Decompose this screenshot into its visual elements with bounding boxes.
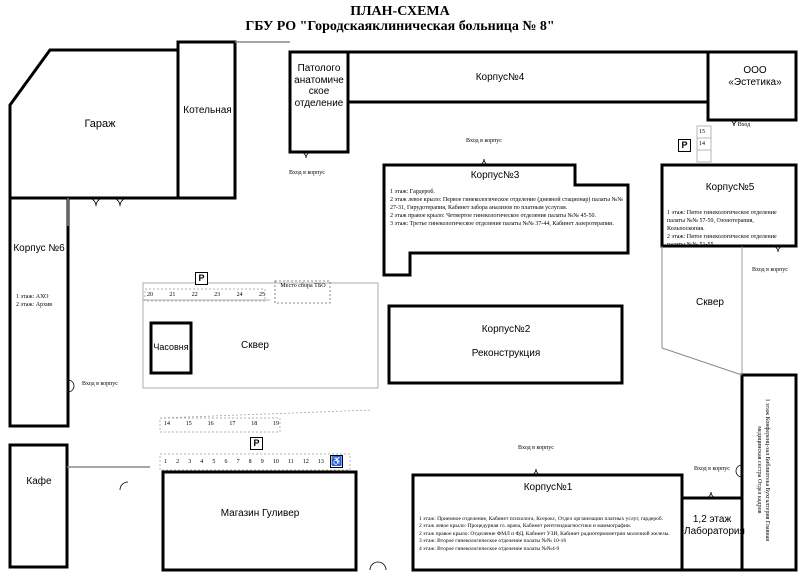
square-right-label: Сквер [696, 297, 724, 308]
korpus6-building [8, 196, 70, 428]
estetika-label: ООО «Эстетика» [728, 65, 782, 88]
chapel-building [149, 321, 193, 375]
korpus1-detail-line: 2 этаж правое крыло: Отделение ФМЛ и ФД,… [419, 530, 670, 537]
parking-space-number: 6 [224, 459, 228, 465]
door-symbols [67, 119, 785, 571]
parking-space-number: 14 [699, 141, 705, 147]
lab-label: 1,2 этаж Лаборатория [684, 514, 745, 537]
garage-label: Гараж [84, 118, 116, 130]
korpus5-entrance-label: Вход в корпус [752, 267, 788, 273]
parking-space-number: 7 [236, 459, 240, 465]
parking-sign: P [678, 139, 691, 152]
parking-space-number: 10 [272, 459, 279, 465]
plan-title: ПЛАН-СХЕМА [350, 4, 450, 19]
admin-building [740, 373, 798, 572]
korpus6-details: 1 этаж: АХО 2 этаж: Архив [16, 293, 66, 309]
parking-space-number: 23 [214, 292, 221, 298]
parking-space-number: 5 [212, 459, 216, 465]
parking-sign: P [195, 272, 208, 285]
korpus3-details: 1 этаж: Гардероб. 2 этаж левое крыло: Пе… [390, 188, 625, 228]
korpus5-building [660, 163, 798, 248]
lab-entrance-label: Вход в корпус [694, 466, 730, 472]
korpus2-label: Корпус№2 [481, 324, 531, 335]
korpus6-label: Корпус №6 [13, 243, 65, 254]
parking-space-number: 11 [287, 459, 294, 465]
boiler-building [176, 40, 237, 200]
parking-space-number: 1 [164, 459, 167, 465]
parking-space-number: 4 [200, 459, 204, 465]
korpus1-entrance-label: Вход в корпус [518, 445, 554, 451]
boiler-label: Котельная [183, 105, 232, 116]
korpus3-label: Корпус№3 [470, 170, 520, 181]
parking-space-number: 19 [272, 421, 279, 427]
waste-area-label: Место сбора ТБО [280, 283, 326, 289]
reconstruction-label: Реконструкция [471, 348, 541, 359]
gulliver-building [161, 470, 358, 572]
parking-space-number: 8 [248, 459, 252, 465]
parking-space-number: 18 [251, 421, 258, 427]
korpus6-entrance-label: Вход в корпус [82, 381, 118, 387]
parking-space-number: 3 [188, 459, 192, 465]
parking-space-number: 15 [185, 421, 192, 427]
parking-space-number: 21 [169, 292, 176, 298]
admin-details: 1 этаж Конференц-зал Библиотека Бухгалте… [756, 398, 770, 542]
korpus3-entrance-label: Вход в корпус [466, 138, 502, 144]
parking-space-number: 17 [229, 421, 236, 427]
parking-space-number: 2 [176, 459, 180, 465]
parking-space-number: 15 [699, 129, 705, 135]
korpus4-entrance-label: Вход [737, 122, 751, 128]
chapel-label: Часовня [153, 342, 189, 352]
korpus2-building [387, 304, 624, 385]
parking-space-number: 12 [302, 459, 309, 465]
parking-space-number: 25 [258, 292, 265, 298]
korpus3-building [382, 163, 630, 277]
patho-entrance-label: Вход в корпус [289, 170, 325, 176]
gulliver-label: Магазин Гуливер [220, 508, 300, 519]
korpus3-detail-line: 2 этаж левое крыло: Первое гинекологичес… [390, 197, 623, 212]
parking-space-number: 9 [260, 459, 264, 465]
square-center-label: Сквер [241, 340, 269, 351]
cafe-label: Кафе [26, 476, 52, 487]
estetika-building [706, 50, 798, 122]
korpus4-label: Корпус№4 [475, 72, 525, 83]
korpus5-label: Корпус№5 [705, 182, 755, 193]
cafe-building [8, 443, 69, 569]
korpus5-detail-line: 2 этаж: Пятое гинекологическое отделение… [667, 234, 777, 249]
parking-space-number: 20 [147, 292, 153, 298]
parking-space-number: 24 [236, 292, 243, 298]
parking-space-number: 14 [164, 421, 170, 427]
korpus6-detail-line: 1 этаж: АХО [16, 294, 49, 300]
korpus5-details: 1 этаж: Пятое гинекологическое отделение… [667, 209, 793, 249]
korpus1-detail-line: 1 этаж: Приемное отделение, Кабинет псих… [419, 516, 663, 522]
korpus3-detail-line: 1 этаж: Гардероб. [390, 189, 435, 195]
plan-subtitle: ГБУ РО "Городскаяклиническая больница № … [245, 19, 555, 34]
korpus1-detail-line: 2 этаж левое крыло: Процедурная гл. врач… [419, 523, 632, 530]
korpus1-details: 1 этаж: Приемное отделение, Кабинет псих… [419, 516, 679, 553]
pathology-label: Патолого анатомиче ское отделение [294, 63, 344, 109]
korpus1-detail-line: 4 этаж: Второе гинекологическое отделени… [419, 545, 560, 552]
korpus6-detail-line: 2 этаж: Архив [16, 302, 53, 309]
parking-space-number: 13 [317, 459, 324, 465]
korpus1-detail-line: 3 этаж: Второе гинекологическое отделени… [419, 538, 567, 545]
korpus5-detail-line: 1 этаж: Пятое гинекологическое отделение… [667, 210, 777, 233]
parking-space-number: 22 [191, 292, 198, 298]
korpus3-detail-line: 3 этаж: Третье гинекологическое отделени… [390, 221, 614, 228]
parking-sign: P [250, 437, 263, 450]
wheelchair-icon: ♿ [330, 455, 343, 468]
korpus1-label: Корпус№1 [523, 482, 573, 493]
korpus3-detail-line: 2 этаж правое крыло: Четвертое гинеколог… [390, 213, 596, 220]
parking-space-number: 16 [207, 421, 214, 427]
